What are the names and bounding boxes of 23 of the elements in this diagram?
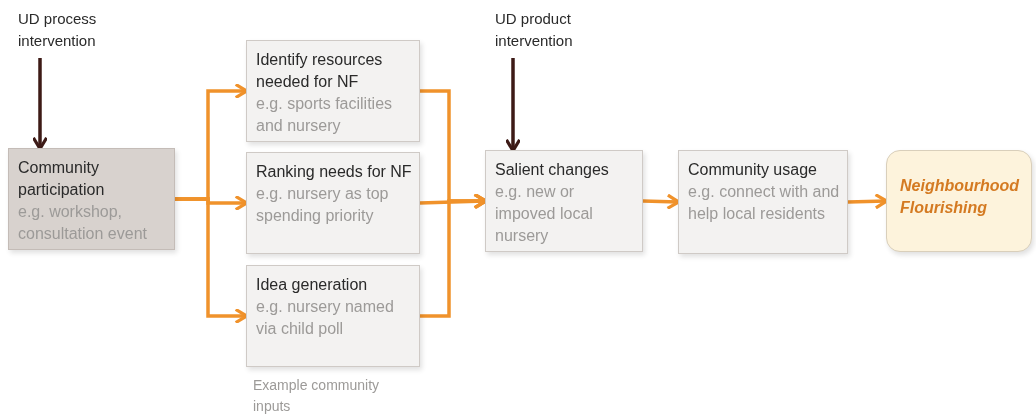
example-text: e.g. nursery named via child poll bbox=[256, 297, 395, 339]
process-box bbox=[485, 150, 643, 252]
box-heading: Idea generation bbox=[256, 275, 369, 295]
example-text: e.g. new or impoved local nursery bbox=[495, 182, 594, 246]
box-heading: Ranking needs for NF bbox=[256, 162, 413, 182]
process-box bbox=[246, 152, 420, 254]
box-heading: Identify resources needed for NF bbox=[256, 50, 384, 92]
outcome-box bbox=[886, 150, 1032, 252]
box-heading: Neighbourhood Flourishing bbox=[900, 176, 1021, 218]
example-text: e.g. nursery as top spending priority bbox=[256, 184, 390, 226]
intervention-label: UD product intervention bbox=[495, 8, 615, 52]
intervention-label: UD process intervention bbox=[18, 8, 138, 52]
process-box bbox=[246, 40, 420, 142]
process-box bbox=[8, 148, 175, 250]
box-heading: Community usage bbox=[688, 160, 818, 180]
example-text: e.g. sports facilities and nursery bbox=[256, 94, 394, 136]
process-box bbox=[246, 265, 420, 367]
process-box bbox=[678, 150, 848, 254]
example-text: e.g. workshop, consultation event bbox=[18, 202, 148, 244]
caption-text: Example community inputs bbox=[253, 376, 381, 416]
box-heading: Salient changes bbox=[495, 160, 610, 180]
example-text: e.g. connect with and help local residents bbox=[688, 182, 841, 224]
box-heading: Community participation bbox=[18, 158, 106, 200]
